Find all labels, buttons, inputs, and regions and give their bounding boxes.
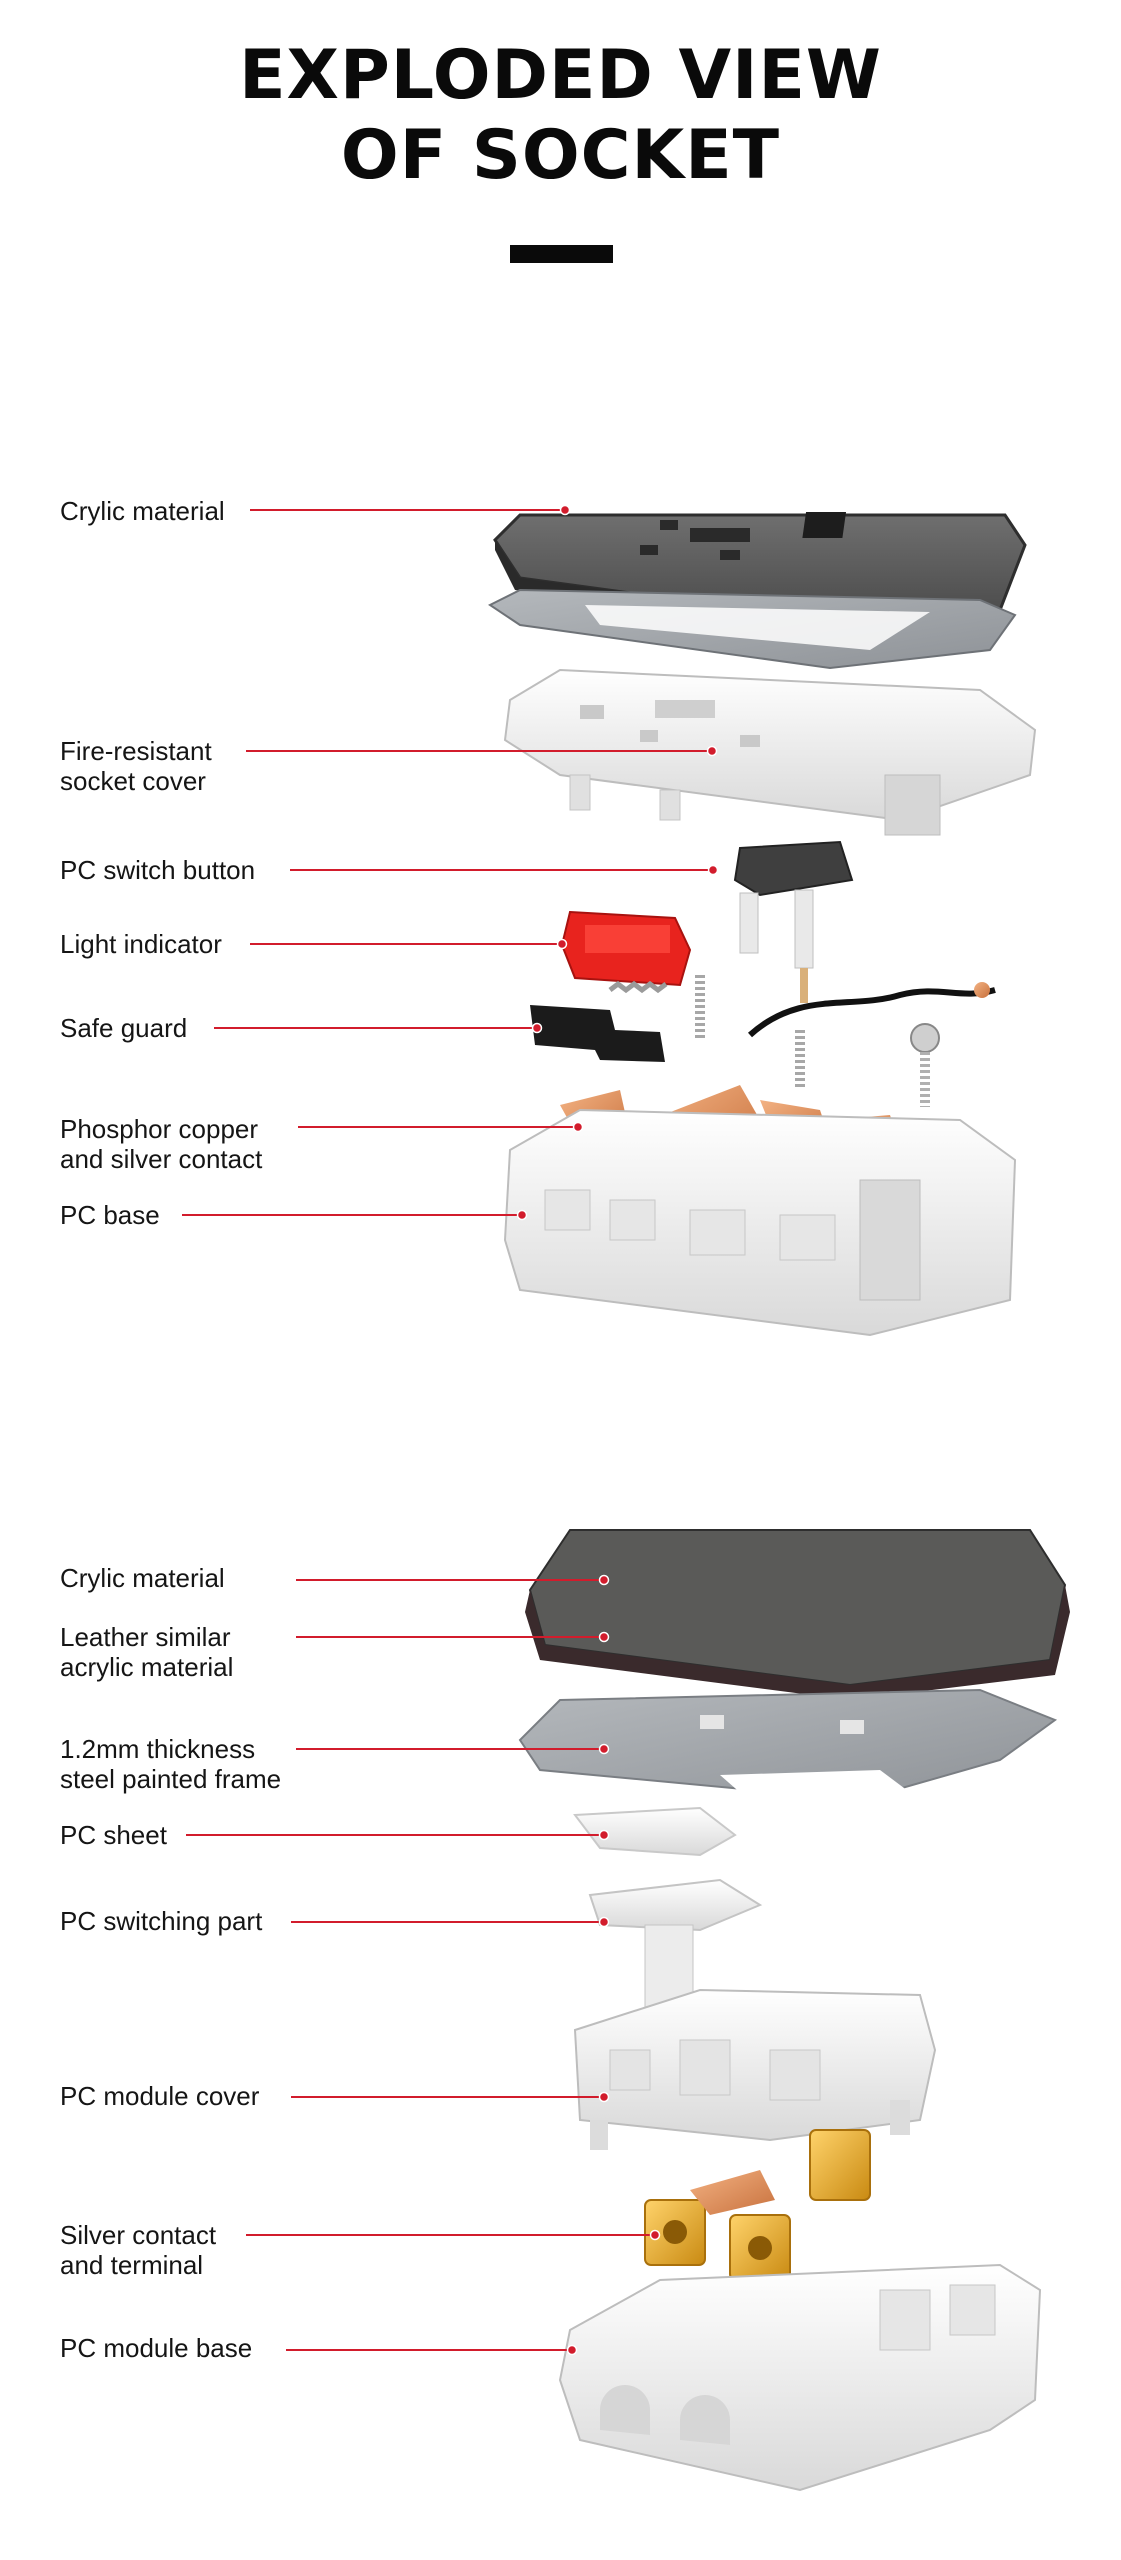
title-underline — [510, 245, 613, 263]
pc-module-cover-2 — [573, 1988, 937, 2150]
switch-button-1 — [733, 840, 854, 1003]
leader-dot-silver-contact — [649, 2229, 661, 2241]
pc-switching-part-2 — [588, 1878, 763, 2011]
label-text: Leather similar — [60, 1622, 231, 1652]
label-text: and terminal — [60, 2250, 204, 2280]
label-pc-switching-part: PC switching part — [60, 1906, 262, 1936]
label-crylic-material-1: Crylic material — [60, 496, 225, 526]
label-safe-guard: Safe guard — [60, 1013, 187, 1043]
label-text: socket cover — [60, 766, 206, 796]
title-line-1: EXPLODED VIEW — [239, 36, 882, 115]
leader-dot-pc-base — [516, 1209, 528, 1221]
label-text: Phosphor copper — [60, 1114, 259, 1144]
leader-dot-pc-module-base — [566, 2344, 578, 2356]
label-text: Safe guard — [60, 1013, 188, 1043]
label-fire-resistant-socket-cover: Fire-resistant socket cover — [60, 736, 212, 796]
leader-dot-pc-switching-part — [598, 1916, 610, 1928]
label-text: Silver contact — [60, 2220, 217, 2250]
leather-layer-2 — [525, 1585, 1070, 1700]
leader-dot-leather-acrylic — [598, 1631, 610, 1643]
label-light-indicator: Light indicator — [60, 929, 222, 959]
label-text: acrylic material — [60, 1652, 234, 1682]
leader-dot-crylic-material-1 — [559, 504, 571, 516]
leader-dot-safe-guard — [531, 1022, 543, 1034]
label-silver-contact-terminal: Silver contact and terminal — [60, 2220, 216, 2280]
label-text: PC switch button — [60, 855, 256, 885]
leader-dot-steel-frame — [598, 1743, 610, 1755]
label-pc-switch-button: PC switch button — [60, 855, 255, 885]
label-leather-similar-acrylic: Leather similar acrylic material — [60, 1622, 233, 1682]
label-text: PC switching part — [60, 1906, 263, 1936]
leader-dot-pc-module-cover — [598, 2091, 610, 2103]
safe-guard-1 — [530, 975, 705, 1062]
label-pc-base: PC base — [60, 1200, 160, 1230]
label-text: PC module cover — [60, 2081, 260, 2111]
silver-contact-terminal-2 — [644, 2129, 871, 2281]
label-pc-module-base: PC module base — [60, 2333, 252, 2363]
light-indicator-1 — [560, 910, 692, 987]
steel-frame-2 — [518, 1688, 1058, 1810]
page-title: EXPLODED VIEW OF SOCKET — [0, 36, 1121, 196]
label-text: Fire-resistant — [60, 736, 212, 766]
label-text: PC base — [60, 1200, 160, 1230]
leader-dot-copper-contact — [572, 1121, 584, 1133]
label-pc-sheet: PC sheet — [60, 1820, 167, 1850]
label-text: Light indicator — [60, 929, 222, 959]
leader-dot-pc-sheet — [598, 1829, 610, 1841]
label-text: Crylic material — [60, 1563, 225, 1593]
label-text: Crylic material — [60, 496, 225, 526]
label-text: PC sheet — [60, 1820, 167, 1850]
label-phosphor-copper-contact: Phosphor copper and silver contact — [60, 1114, 262, 1174]
label-crylic-material-2: Crylic material — [60, 1563, 225, 1593]
label-text: 1.2mm thickness — [60, 1734, 256, 1764]
pc-module-base-2 — [558, 2263, 1042, 2492]
steel-frame-1 — [488, 588, 1017, 670]
leader-dot-light-indicator — [556, 938, 568, 950]
leader-dot-switch-button — [707, 864, 719, 876]
label-pc-module-cover: PC module cover — [60, 2081, 259, 2111]
leader-dot-socket-cover — [706, 745, 718, 757]
pc-base-1 — [503, 1108, 1017, 1337]
socket-cover-1 — [503, 668, 1037, 836]
label-text: and silver contact — [60, 1144, 263, 1174]
pc-sheet-2 — [573, 1806, 737, 1857]
leader-dot-crylic-material-2 — [598, 1574, 610, 1586]
label-text: steel painted frame — [60, 1764, 282, 1794]
label-text: PC module base — [60, 2333, 253, 2363]
title-line-2: OF SOCKET — [340, 116, 781, 195]
label-steel-painted-frame: 1.2mm thickness steel painted frame — [60, 1734, 281, 1794]
wire-and-screw-1 — [747, 982, 996, 1107]
